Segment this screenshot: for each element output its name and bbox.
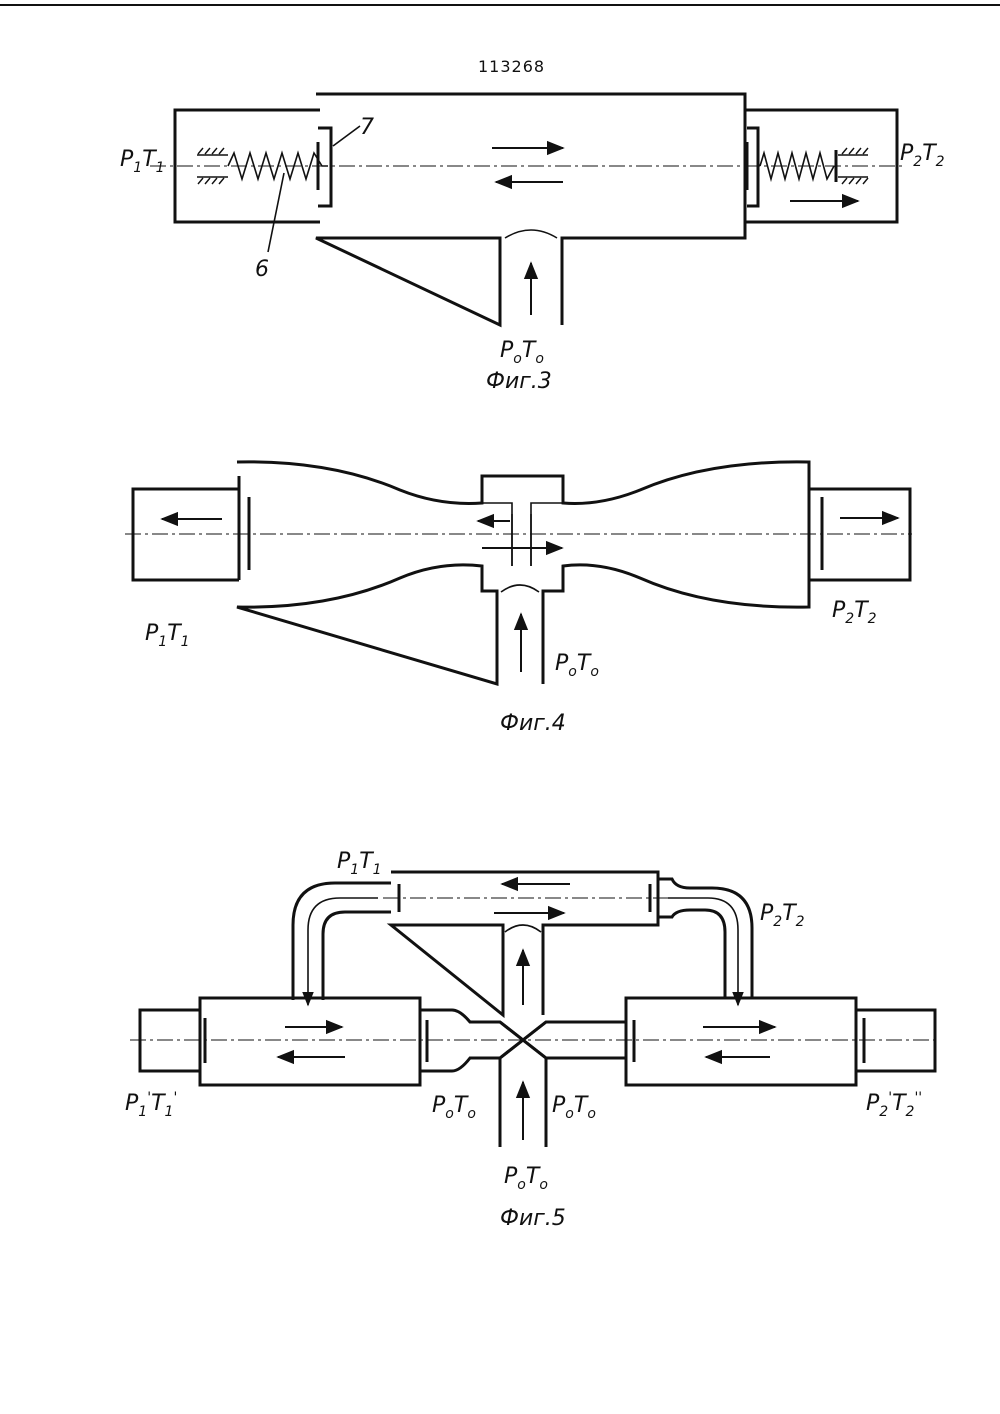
fig4-venturi-body	[236, 460, 811, 687]
fig3-right-label: P2T2	[900, 141, 945, 170]
fig5-right-bend-outer	[658, 877, 754, 998]
fig5-mid-left-label: PoTo	[432, 1093, 476, 1122]
fig5-right-bend-inner	[658, 908, 727, 998]
fig3-callout-6: 6	[255, 257, 269, 282]
fig5-mid-right-label: PoTo	[552, 1093, 596, 1122]
fig3-left-pipe	[173, 108, 320, 224]
fig4-left-label: P1T1	[145, 621, 190, 650]
fig5-top-right-label: P2T2	[760, 901, 805, 930]
figure-5: P1T1 P2T2 P1'T1' P2'T2'' PoTo PoTo PoTo …	[125, 849, 940, 1231]
fig3-right-wall-hatch	[838, 147, 869, 185]
fig5-top-tube	[386, 870, 660, 1019]
fig4-inlet-label: PoTo	[555, 651, 599, 680]
fig4-right-label: P2T2	[832, 598, 877, 627]
fig3-caption: Фиг.3	[486, 369, 552, 394]
fig5-right-outlet-pipe	[856, 1008, 937, 1073]
fig5-left-bend-flow	[302, 897, 378, 1007]
figure-4: P1T1 P2T2 PoTo Фиг.4	[125, 460, 912, 736]
figure-3: 7 6 P1T1 P2T2 PoTo Фиг.3	[120, 92, 945, 394]
fig4-right-pipe	[809, 487, 912, 582]
fig3-left-spring	[227, 150, 328, 182]
fig3-left-label: P1T1	[120, 147, 165, 176]
fig3-callout-7-leader	[332, 125, 361, 147]
fig3-right-pipe	[745, 108, 899, 224]
fig5-caption: Фиг.5	[500, 1206, 566, 1231]
fig4-left-pipe	[131, 487, 239, 582]
fig3-right-spring	[759, 149, 835, 183]
fig5-bottom-label: PoTo	[504, 1164, 548, 1193]
fig5-left-outlet-pipe	[138, 1008, 200, 1073]
fig3-callout-7: 7	[360, 115, 374, 140]
fig3-inlet-label: PoTo	[500, 338, 544, 367]
fig3-left-wall-hatch	[197, 147, 228, 185]
fig3-inlet-nozzle	[504, 229, 558, 239]
fig4-caption: Фиг.4	[500, 711, 566, 736]
fig5-left-tube	[198, 996, 422, 1087]
fig5-top-nozzle	[504, 924, 542, 933]
fig5-top-left-label: P1T1	[337, 849, 382, 878]
fig5-left-label: P1'T1'	[125, 1090, 177, 1120]
fig5-right-label: P2'T2''	[866, 1090, 922, 1120]
fig3-left-valve-plate	[318, 126, 333, 208]
fig3-callout-6-leader	[267, 172, 285, 253]
fig3-main-body	[315, 92, 747, 328]
fig5-left-bend-outer	[291, 881, 391, 1000]
fig5-supply-pipe	[498, 1058, 548, 1147]
fig4-inlet-nozzle	[500, 584, 540, 593]
document-number: 113268	[478, 57, 545, 76]
fig5-left-bend-inner	[321, 910, 391, 1000]
fig5-cross-junction	[499, 1020, 547, 1060]
fig3-right-valve-plate	[747, 126, 760, 208]
fig5-right-bend-flow	[668, 897, 744, 1007]
fig5-right-tube	[624, 996, 858, 1087]
